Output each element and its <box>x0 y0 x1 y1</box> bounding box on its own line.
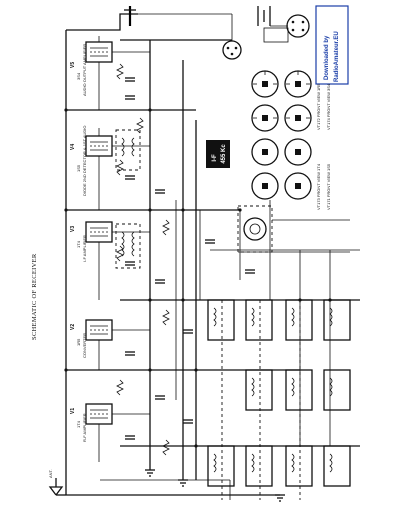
if-frequency-box: I-F 455 Kc <box>206 140 230 168</box>
tube-v5-type: 3S4 <box>76 72 81 80</box>
if-box-line2: 455 Kc <box>221 144 227 164</box>
tube-v5-label: V5 <box>70 62 76 68</box>
tube-v3-label: V3 <box>70 226 76 232</box>
ground-symbols <box>145 469 285 502</box>
band-switch <box>237 205 350 253</box>
tube-v2-label: V2 <box>70 324 76 330</box>
tube-base-diagrams: VT172 FRONT VIEW 1R5 VT173 FRONT VIEW 1T… <box>251 70 331 210</box>
tube-base-bottom-right <box>284 172 312 200</box>
coil-assemblies <box>207 299 351 500</box>
tube-base-bottom-left <box>251 172 279 200</box>
tube-base-top-left <box>251 70 279 98</box>
main-wiring <box>65 13 360 500</box>
base-label-4: VT171 FRONT VIEW 1S5 <box>326 163 331 210</box>
junction-dots <box>64 108 332 448</box>
tube-v1-rf-amplifier: V1 1T4 R-F AMPLIFIER <box>70 403 113 442</box>
tube-v4-detector: V4 1S5 DIODE 2ND DETECTOR & 1ST AUDIO <box>70 125 113 196</box>
tube-v4-role: DIODE 2ND DETECTOR & 1ST AUDIO <box>82 125 87 196</box>
stage-interconnects <box>98 36 150 462</box>
tube-base-low-left <box>251 138 279 166</box>
capacitors <box>125 77 255 440</box>
tube-v2-type: 1R5 <box>76 338 81 346</box>
tube-v1-role: R-F AMPLIFIER <box>82 413 87 442</box>
tube-v1-type: 1T4 <box>76 420 81 428</box>
tube-base-top-right <box>284 70 312 98</box>
tube-base-low-right <box>284 138 312 166</box>
watermark-line2: RadioAmateur.EU <box>334 31 340 82</box>
resistors <box>116 63 170 456</box>
tube-v4-type: 1S5 <box>76 164 81 172</box>
watermark-stamp: Downloaded by RadioAmateur.EU <box>315 5 349 85</box>
tube-v3-if-amplifier: V3 1T4 I-F AMPLIFIER <box>70 221 113 262</box>
tube-v2-role: CONVERTER <box>82 333 87 358</box>
tube-v1-label: V1 <box>70 408 76 414</box>
base-label-1: VT172 FRONT VIEW 1R5 <box>316 83 321 130</box>
base-label-3: VT174 FRONT VIEW 3S4 <box>326 83 331 130</box>
watermark-line1: Downloaded by <box>324 35 330 80</box>
if-box-line1: I-F <box>212 154 218 162</box>
base-label-2: VT173 FRONT VIEW 1T4 <box>316 163 321 210</box>
tube-v3-type: 1T4 <box>76 240 81 248</box>
tube-base-mid-right <box>284 104 312 132</box>
if-transformers <box>115 129 141 269</box>
antenna-label: ANT. <box>48 469 53 478</box>
schematic-title: SCHEMATIC OF RECEIVER <box>31 253 38 340</box>
tube-v5-audio-output: V5 3S4 AUDIO OUTPUT AMPLIFIER <box>70 41 113 96</box>
antenna: ANT. <box>48 469 66 496</box>
output-jack <box>124 6 242 60</box>
power-plug <box>257 6 310 43</box>
tube-v2-converter: V2 1R5 CONVERTER <box>70 319 113 358</box>
tube-v3-role: I-F AMPLIFIER <box>82 235 87 262</box>
tube-base-mid-left <box>251 104 279 132</box>
tube-v4-label: V4 <box>70 144 76 150</box>
tube-v5-role: AUDIO OUTPUT AMPLIFIER <box>82 44 87 96</box>
